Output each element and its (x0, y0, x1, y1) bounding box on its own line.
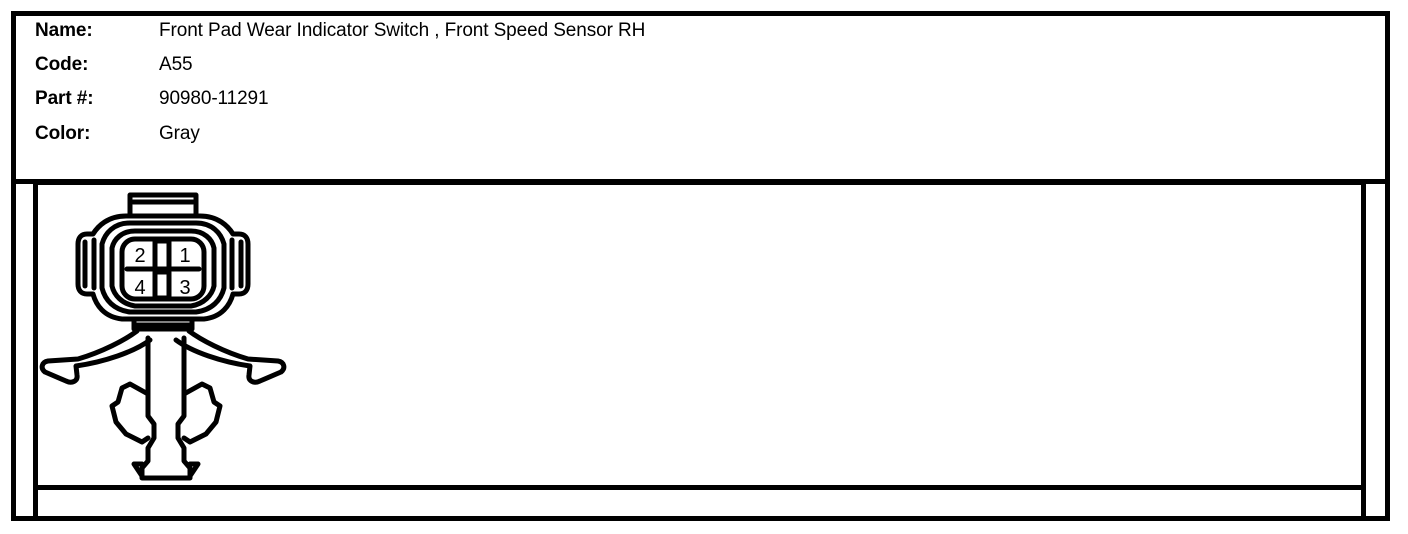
connector-outline-group (39, 192, 287, 481)
connector-face-view-svg: 2 1 4 3 (39, 192, 287, 481)
pin-number-labels: 2 1 4 3 (134, 245, 190, 299)
spec-label-color: Color: (35, 123, 91, 144)
mounting-clip-barb-right (181, 381, 223, 445)
mounting-clip-wedge-right (187, 461, 201, 479)
spec-label-part-number: Part #: (35, 88, 94, 109)
mounting-bracket-right-arm (173, 328, 287, 385)
connector-illustration-panel (33, 180, 1366, 521)
mounting-clip-stem (139, 335, 193, 481)
mounting-clip-barb-left (109, 381, 151, 445)
illustration-panel-footer-divider (33, 485, 1366, 490)
spec-section: Name: Front Pad Wear Indicator Switch , … (16, 16, 1385, 184)
cavity-key-slot-lower (152, 269, 172, 301)
spec-value-code: A55 (159, 54, 193, 75)
connector-top-collar (127, 192, 199, 219)
connector-shell-ring-2 (99, 220, 227, 315)
pin-number-bottom-right: 3 (179, 277, 190, 299)
connector-shell-ring-3 (109, 228, 217, 309)
cavity-key-slot-upper (152, 238, 172, 272)
mounting-clip-wedge-left (131, 461, 145, 479)
connector-drawing: 2 1 4 3 (30, 176, 320, 486)
spec-value-name: Front Pad Wear Indicator Switch , Front … (159, 20, 646, 41)
spec-label-name: Name: (35, 20, 93, 41)
spec-value-color: Gray (159, 123, 200, 144)
pin-number-top-right: 1 (179, 245, 190, 267)
connector-outer-shell (75, 213, 251, 322)
spec-label-code: Code: (35, 54, 89, 75)
mounting-bracket-left-arm (39, 328, 153, 385)
pin-number-bottom-left: 4 (134, 277, 145, 299)
pin-number-top-left: 2 (134, 245, 145, 267)
spec-value-part-number: 90980-11291 (159, 88, 269, 109)
